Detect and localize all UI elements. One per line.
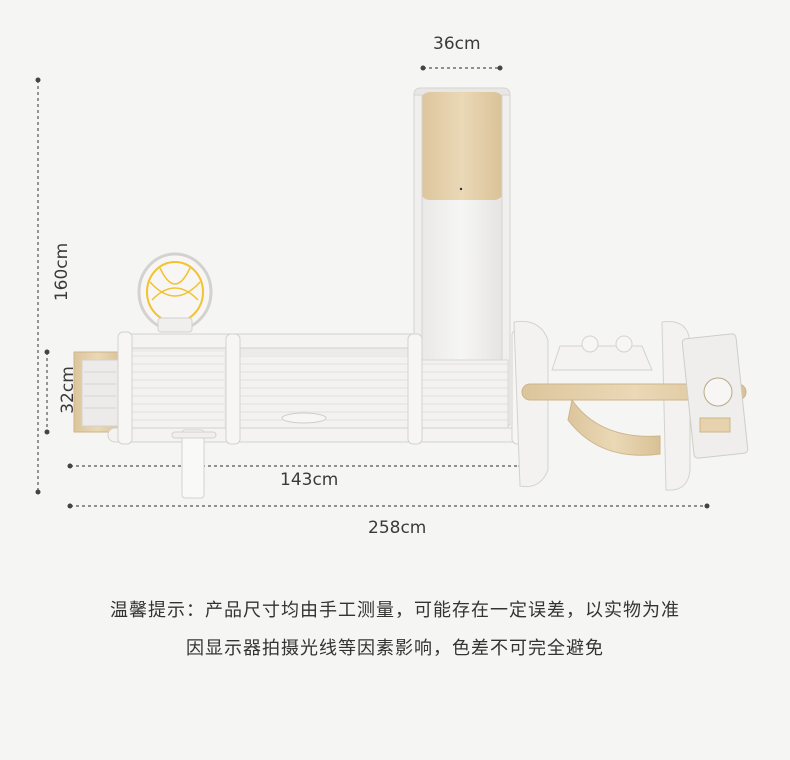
dimension-left-height: 160cm: [52, 242, 73, 302]
slide: [413, 87, 511, 431]
basketball-hoop: [137, 252, 213, 333]
dimension-total-width: 258cm: [368, 518, 427, 538]
dimension-inner-width: 143cm: [280, 470, 339, 490]
dimension-left-inner-height: 32cm: [57, 366, 78, 414]
dimension-top-width: 36cm: [433, 34, 481, 54]
note-line-1: 温馨提示：产品尺寸均由手工测量，可能存在一定误差，以实物为准: [110, 600, 680, 621]
platform-frame: [73, 329, 527, 499]
swing-assembly: [513, 320, 749, 491]
note-line-2: 因显示器拍摄光线等因素影响，色差不可完全避免: [186, 638, 604, 659]
dimension-lines: [35, 65, 710, 509]
